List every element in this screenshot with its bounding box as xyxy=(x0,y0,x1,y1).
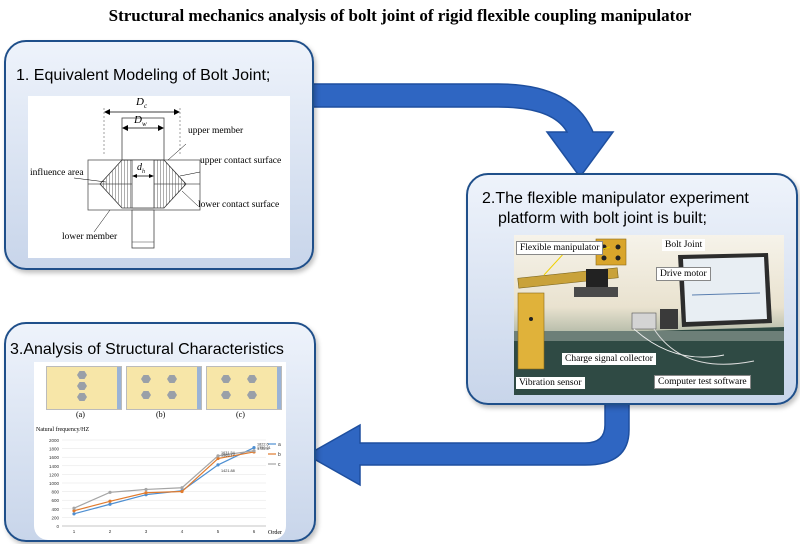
dim-dw-label: Dw xyxy=(134,114,147,129)
flow-arrow-1 xyxy=(308,83,615,179)
dim-dh-label: dh xyxy=(137,162,145,175)
label-upper-contact: upper contact surface xyxy=(200,156,282,166)
y-tick-label: 1200 xyxy=(49,472,60,477)
series-line-c xyxy=(73,450,255,509)
y-tick-label: 800 xyxy=(51,490,59,495)
data-label: 1569.17 xyxy=(221,454,235,458)
legend-label-a: a xyxy=(278,442,281,448)
data-point-a xyxy=(252,446,256,450)
panel2-title-line1: 2.The flexible manipulator experiment xyxy=(482,190,749,207)
x-tick-label: 5 xyxy=(217,529,220,534)
config-c-label: (c) xyxy=(236,410,245,419)
panel-structural-analysis: 3.Analysis of Structural Characteristics… xyxy=(4,322,316,542)
config-a-thumbnail xyxy=(46,366,122,410)
x-tick-label: 1 xyxy=(73,529,76,534)
data-point-a xyxy=(108,502,112,506)
data-point-a xyxy=(216,463,220,467)
chart-title: Natural frequency/HZ xyxy=(36,426,89,433)
series-line-b xyxy=(73,451,255,512)
experiment-platform-photo: Flexible manipulator Bolt Joint Drive mo… xyxy=(514,235,784,395)
x-tick-label: 2 xyxy=(109,529,112,534)
data-point-b xyxy=(180,489,184,494)
x-tick-label: 6 xyxy=(253,529,256,534)
label-bolt-joint: Bolt Joint xyxy=(662,239,706,251)
data-label: 1750.01 xyxy=(257,446,271,450)
legend-label-b: b xyxy=(278,452,281,458)
label-drive-motor: Drive motor xyxy=(656,267,711,281)
y-tick-label: 1400 xyxy=(49,464,60,469)
config-b-thumbnail xyxy=(126,366,202,410)
x-axis-label: Order xyxy=(268,530,282,536)
data-point-c xyxy=(108,490,112,494)
config-a-label: (a) xyxy=(76,410,85,419)
label-lower-member: lower member xyxy=(62,232,118,242)
legend-label-c: c xyxy=(278,462,281,468)
x-tick-label: 4 xyxy=(181,529,184,534)
data-point-a xyxy=(72,512,76,516)
panel2-title-line2: platform with bolt joint is built; xyxy=(498,210,707,227)
data-point-c xyxy=(216,454,220,458)
data-point-c xyxy=(72,506,76,510)
y-tick-label: 1000 xyxy=(49,481,60,486)
page-title: Structural mechanics analysis of bolt jo… xyxy=(108,6,692,25)
data-label: 1421.88 xyxy=(221,469,235,473)
data-point-b xyxy=(144,491,148,495)
x-tick-label: 3 xyxy=(145,529,148,534)
y-tick-label: 400 xyxy=(51,507,59,512)
y-tick-label: 200 xyxy=(51,515,59,520)
data-point-c xyxy=(252,449,256,453)
panel3-title: 3.Analysis of Structural Characteristics xyxy=(10,341,284,358)
y-tick-label: 2000 xyxy=(49,438,60,443)
panel1-title: 1. Equivalent Modeling of Bolt Joint; xyxy=(16,67,271,84)
analysis-figure: (a) (b) (c) Natural frequency/HZ 0 200 400 6… xyxy=(34,362,286,540)
series-line-a xyxy=(73,447,255,515)
data-point-c xyxy=(144,487,148,492)
data-label: 1631.54 xyxy=(221,451,235,455)
label-vibration-sensor: Vibration sensor xyxy=(516,377,585,389)
bolt-joint-diagram: Dc Dw dh upper member upper contact surf… xyxy=(28,96,290,258)
label-lower-contact: lower contact surface xyxy=(198,200,280,210)
y-tick-label: 1800 xyxy=(49,447,60,452)
flow-arrow-2 xyxy=(305,385,630,487)
data-label: 1822.6 xyxy=(257,443,269,447)
label-flexible-manipulator: Flexible manipulator xyxy=(516,241,604,255)
panel-experiment-platform: 2.The flexible manipulator experiment pl… xyxy=(466,173,798,405)
config-c-thumbnail xyxy=(206,366,282,410)
dim-dc-label: Dc xyxy=(136,96,148,111)
data-point-b xyxy=(216,456,220,461)
y-tick-label: 1600 xyxy=(49,455,60,460)
data-point-c xyxy=(180,486,184,490)
label-upper-member: upper member xyxy=(188,126,244,136)
y-tick-label: 600 xyxy=(51,498,59,503)
config-b-label: (b) xyxy=(156,410,166,419)
panel-bolt-modeling: 1. Equivalent Modeling of Bolt Joint; xyxy=(4,40,314,270)
natural-frequency-chart: Natural frequency/HZ02004006008001000120… xyxy=(36,426,282,536)
y-tick-label: 0 xyxy=(56,524,59,529)
label-charge-collector: Charge signal collector xyxy=(562,353,656,365)
data-label: 1722.5 xyxy=(257,447,269,451)
data-point-b xyxy=(108,499,112,503)
data-point-b xyxy=(72,509,76,513)
label-computer-software: Computer test software xyxy=(654,375,751,389)
label-influence-area: influence area xyxy=(30,168,84,178)
